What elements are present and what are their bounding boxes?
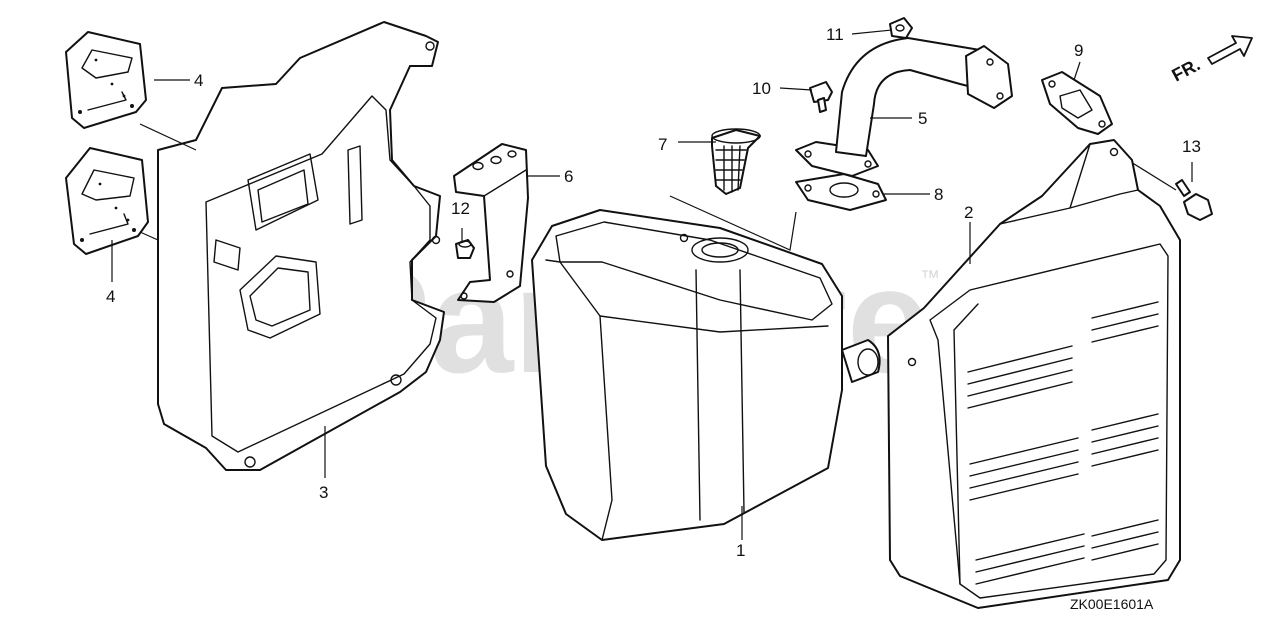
front-arrow-icon (1207, 35, 1253, 65)
callout-4-upper[interactable]: 4 (194, 71, 203, 90)
callout-numbers: 1 2 3 4 4 5 6 7 8 9 10 11 12 13 (106, 25, 1201, 560)
part-11-nut[interactable] (889, 17, 913, 39)
callout-8[interactable]: 8 (934, 185, 943, 204)
part-10-bolt[interactable] (809, 81, 833, 113)
part-8-muffler-gasket[interactable] (795, 173, 887, 211)
part-2-muffler-protector[interactable] (887, 139, 1181, 609)
part-12-flange-nut[interactable] (455, 239, 475, 259)
part-6-muffler-stay[interactable] (453, 143, 529, 303)
callout-1[interactable]: 1 (736, 541, 745, 560)
part-3-muffler-protector[interactable] (139, 21, 445, 471)
part-7-spark-arrester[interactable] (711, 128, 761, 195)
callout-11[interactable]: 11 (826, 25, 844, 44)
callout-12[interactable]: 12 (451, 199, 470, 218)
front-label: FR. (1168, 54, 1203, 85)
callout-13[interactable]: 13 (1182, 137, 1201, 156)
callout-7[interactable]: 7 (658, 135, 667, 154)
callout-6[interactable]: 6 (564, 167, 573, 186)
front-direction-indicator: FR. (1168, 35, 1253, 86)
part-1-muffler[interactable] (531, 195, 881, 541)
watermark-trademark: ™ (920, 267, 940, 289)
part-9-exhaust-gasket[interactable] (1041, 71, 1113, 135)
part-4-upper-insulator[interactable] (65, 31, 147, 129)
callout-9[interactable]: 9 (1074, 41, 1083, 60)
callout-5[interactable]: 5 (918, 109, 927, 128)
part-4-lower-insulator[interactable] (65, 147, 149, 255)
callout-10[interactable]: 10 (752, 79, 771, 98)
part-5-exhaust-pipe[interactable] (795, 37, 1013, 177)
callout-4-lower[interactable]: 4 (106, 287, 115, 306)
leader-lines (111, 29, 1193, 540)
diagram-code: ZK00E1601A (1070, 596, 1154, 612)
louver-grille (967, 301, 1159, 585)
callout-2[interactable]: 2 (964, 203, 973, 222)
callout-3[interactable]: 3 (319, 483, 328, 502)
